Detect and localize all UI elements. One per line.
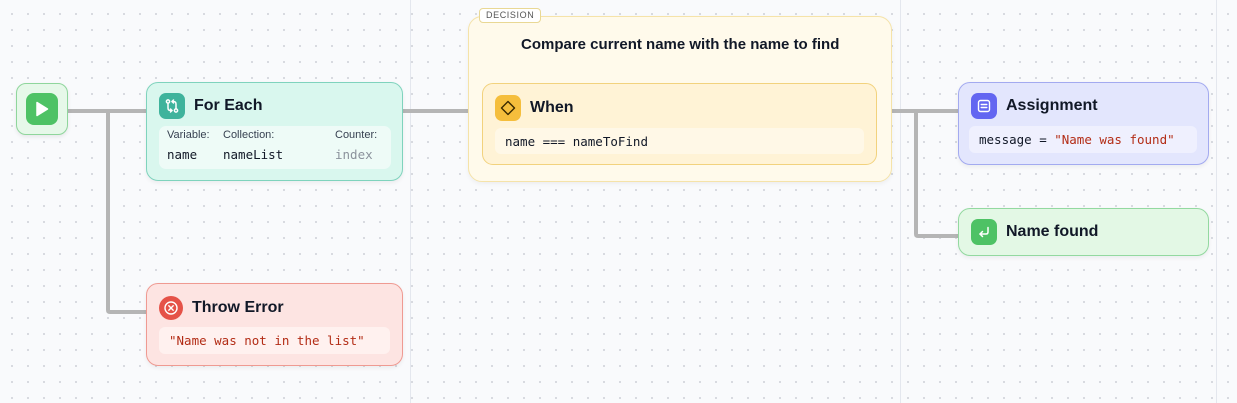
- collection-value: nameList: [223, 147, 284, 162]
- throw-error-header: Throw Error: [159, 296, 284, 320]
- condition-expression: name === nameToFind: [505, 133, 648, 149]
- throw-error-title: Throw Error: [192, 299, 284, 316]
- return-arrow-icon: [971, 219, 997, 245]
- assignment-expression-box: message = "Name was found": [969, 126, 1197, 153]
- loop-arrows-icon: [159, 93, 185, 119]
- error-message: "Name was not in the list": [169, 333, 365, 348]
- collection-label: Collection:: [223, 129, 275, 141]
- assignment-value: "Name was found": [1054, 132, 1175, 147]
- for-each-title: For Each: [194, 97, 263, 114]
- when-title: When: [530, 99, 574, 116]
- throw-error-node[interactable]: Throw Error "Name was not in the list": [146, 283, 403, 366]
- start-node[interactable]: [16, 83, 68, 135]
- for-each-node[interactable]: For Each Variable: Collection: Counter: …: [146, 82, 403, 181]
- variable-value: name: [167, 147, 198, 162]
- edge-decision-to-name-found: [914, 111, 958, 238]
- diamond-icon: [495, 95, 521, 121]
- assignment-title: Assignment: [1006, 97, 1098, 114]
- for-each-details: Variable: Collection: Counter: name name…: [159, 126, 391, 169]
- decision-title: Compare current name with the name to fi…: [521, 36, 840, 53]
- decision-tag: DECISION: [479, 8, 542, 23]
- assignment-node[interactable]: Assignment message = "Name was found": [958, 82, 1209, 165]
- when-header: When: [495, 95, 574, 121]
- start-badge: [26, 93, 58, 125]
- assignment-target: message: [979, 132, 1032, 147]
- lane-divider: [900, 0, 901, 403]
- assignment-operator: =: [1039, 132, 1047, 147]
- name-found-node[interactable]: Name found: [958, 208, 1209, 256]
- name-found-header: Name found: [971, 219, 1098, 245]
- assignment-header: Assignment: [971, 93, 1098, 119]
- variable-label: Variable:: [167, 129, 210, 141]
- counter-label: Counter:: [335, 129, 378, 141]
- error-message-box: "Name was not in the list": [159, 327, 390, 354]
- condition-box: name === nameToFind: [495, 128, 864, 154]
- for-each-header: For Each: [159, 93, 262, 119]
- edge-start-to-throw-error: [106, 111, 146, 314]
- name-found-title: Name found: [1006, 223, 1099, 240]
- list-icon: [971, 93, 997, 119]
- when-branch[interactable]: When name === nameToFind: [482, 83, 877, 165]
- lane-divider: [1216, 0, 1217, 403]
- play-icon: [36, 101, 49, 117]
- lane-divider: [410, 0, 411, 403]
- counter-value: index: [335, 147, 373, 162]
- x-circle-icon: [159, 296, 183, 320]
